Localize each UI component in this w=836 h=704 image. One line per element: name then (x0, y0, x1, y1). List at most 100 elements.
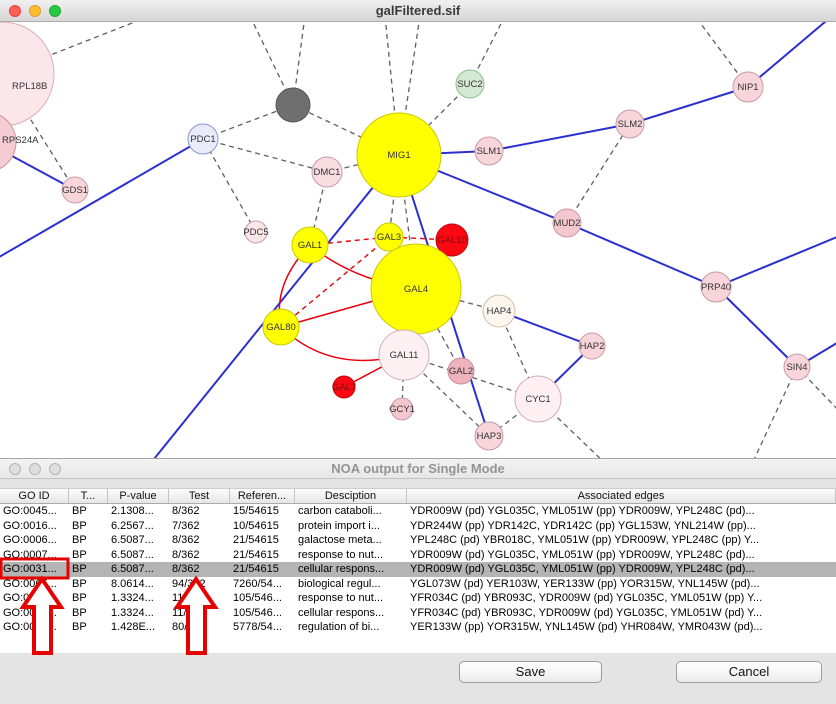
minimize-button-inactive[interactable] (29, 462, 41, 475)
zoom-button[interactable] (49, 4, 61, 17)
table-cell: regulation of bi... (298, 621, 380, 633)
graph-node-pdc5[interactable] (244, 220, 268, 244)
graph-edge-red_dashed[interactable] (280, 236, 390, 328)
graph-node-hap2[interactable] (578, 332, 606, 360)
graph-node-prp40[interactable] (700, 271, 732, 303)
graph-edge-blue[interactable] (715, 235, 836, 288)
graph-node-gds1[interactable] (61, 176, 89, 204)
table-cell: 6.2567... (111, 519, 154, 532)
close-button[interactable] (9, 4, 21, 17)
graph-node-rpl18b[interactable] (0, 22, 55, 127)
column-header-referen-[interactable]: Referen... (230, 489, 295, 503)
graph-node-mig1[interactable] (356, 112, 442, 198)
node-label-mud2: MUD2 (554, 218, 581, 229)
graph-edge-dashed[interactable] (566, 123, 631, 224)
graph-node-cyc1[interactable] (514, 375, 562, 423)
output-window-titlebar[interactable]: NOA output for Single Mode (0, 459, 836, 479)
graph-edge-blue[interactable] (0, 138, 204, 260)
graph-node-gal7[interactable] (332, 375, 356, 399)
graph-node-gal3[interactable] (374, 222, 404, 252)
graph-node-gcy1[interactable] (390, 397, 414, 421)
node-label-hap4: HAP4 (487, 306, 512, 317)
graph-edge-dashed[interactable] (202, 138, 257, 233)
graph-node-gal2[interactable] (447, 357, 475, 385)
graph-edge-blue[interactable] (150, 154, 400, 458)
table-cell: 105/546... (233, 606, 282, 619)
graph-edge-blue[interactable] (488, 123, 631, 152)
table-cell: cellular respons... (298, 563, 385, 575)
zoom-button-inactive[interactable] (49, 462, 61, 475)
graph-node-slm2[interactable] (615, 109, 645, 139)
graph-node-unnamed-dark[interactable] (275, 87, 311, 123)
window-controls (9, 4, 61, 17)
graph-node-sin4[interactable] (783, 353, 811, 381)
column-header-associated-edges[interactable]: Associated edges (407, 489, 836, 503)
graph-edge-dashed[interactable] (537, 398, 606, 458)
output-window-controls (9, 462, 61, 475)
graph-node-hap3[interactable] (474, 421, 504, 451)
column-header-test[interactable]: Test (169, 489, 230, 503)
graph-node-rps24a[interactable] (0, 112, 17, 172)
network-graph[interactable]: RPL18BRPS24AGDS1PDC1DMC1MIG1SUC2SLM1SLM2… (0, 22, 836, 458)
node-label-dmc1: DMC1 (314, 167, 341, 178)
table-cell: GO:0016... (3, 519, 57, 532)
column-header-p-value[interactable]: P-value (108, 489, 169, 503)
graph-edge-blue[interactable] (566, 222, 717, 288)
table-cell: galactose meta... (298, 534, 382, 546)
table-cell: YDR244W (pp) YDR142C, YDR142C (pp) YGL15… (410, 519, 756, 532)
table-cell: 21/54615 (233, 534, 279, 546)
table-cell: response to nut... (298, 592, 383, 604)
graph-edge-dashed[interactable] (292, 104, 400, 156)
graph-node-pdc1[interactable] (187, 123, 219, 155)
graph-node-mud2[interactable] (552, 208, 582, 238)
graph-edge-dashed[interactable] (695, 22, 749, 88)
graph-edge-dashed[interactable] (498, 310, 539, 400)
cancel-button[interactable]: Cancel (676, 660, 822, 683)
graph-edge-blue[interactable] (747, 22, 832, 88)
graph-edge-blue[interactable] (498, 310, 593, 347)
table-cell: 6.5087... (111, 534, 154, 546)
save-button[interactable]: Save (459, 660, 602, 683)
node-label-gal10: GAL10 (437, 235, 467, 246)
graph-edge-dashed[interactable] (202, 104, 294, 140)
graph-node-gal80[interactable] (262, 308, 300, 346)
table-cell: GO:0065... (3, 577, 57, 590)
column-header-go-id[interactable]: GO ID (0, 489, 69, 503)
node-label-gal2: GAL2 (449, 366, 473, 377)
graph-node-dmc1[interactable] (311, 156, 343, 188)
graph-node-nip1[interactable] (732, 71, 764, 103)
graph-node-suc2[interactable] (455, 69, 485, 99)
graph-node-gal1[interactable] (291, 226, 329, 264)
table-cell: 105/546... (233, 592, 282, 604)
graph-node-hap4[interactable] (482, 294, 516, 328)
graph-edge-dashed[interactable] (202, 138, 328, 173)
graph-node-gal10[interactable] (435, 223, 469, 257)
table-cell: BP (72, 577, 87, 590)
graph-edge-dashed[interactable] (403, 354, 539, 400)
graph-node-gal11[interactable] (378, 329, 430, 381)
close-button-inactive[interactable] (9, 462, 21, 475)
minimize-button[interactable] (29, 4, 41, 17)
graph-edge-dashed[interactable] (752, 366, 798, 458)
graph-node-slm1[interactable] (474, 136, 504, 166)
graph-edge-blue[interactable] (715, 286, 798, 368)
column-header-t-[interactable]: T... (69, 489, 108, 503)
column-header-desciption[interactable]: Desciption (295, 489, 407, 503)
table-cell: YER133W (pp) YOR315W, YNL145W (pd) YHR08… (410, 621, 763, 633)
network-window-titlebar[interactable]: galFiltered.sif (0, 0, 836, 22)
table-cell: 7260/54... (233, 577, 282, 590)
node-label-suc2: SUC2 (457, 79, 482, 90)
graph-edge-blue[interactable] (629, 86, 749, 125)
graph-edge-dashed[interactable] (415, 288, 462, 372)
